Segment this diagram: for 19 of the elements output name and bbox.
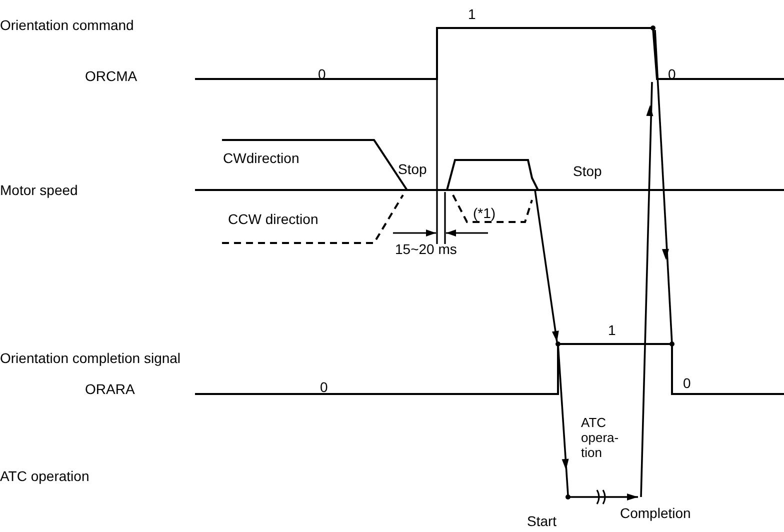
signal-name: Motor speed	[0, 182, 78, 198]
annotation: Stop	[398, 161, 427, 177]
annotation: Stop	[573, 163, 602, 179]
signal-name: ORARA	[85, 381, 135, 397]
signal-name: ATC operation	[0, 468, 90, 484]
level-value: 1	[468, 6, 476, 22]
signal-name: Orientation command	[0, 17, 134, 33]
event-label: Completion	[620, 505, 691, 521]
note-mark: (*1)	[473, 205, 496, 221]
level-value: 0	[683, 375, 691, 391]
signal-name: Orientation completion signal	[0, 350, 181, 366]
level-value: 1	[608, 322, 616, 338]
annotation: CWdirection	[223, 150, 300, 166]
dimension-label: 15~20 ms	[395, 241, 457, 257]
event-label: Start	[527, 513, 557, 529]
annotation: ATC opera- tion	[581, 415, 620, 460]
signal-name: ORCMA	[85, 68, 138, 84]
level-value: 0	[320, 379, 328, 395]
annotation: CCW direction	[228, 211, 318, 227]
